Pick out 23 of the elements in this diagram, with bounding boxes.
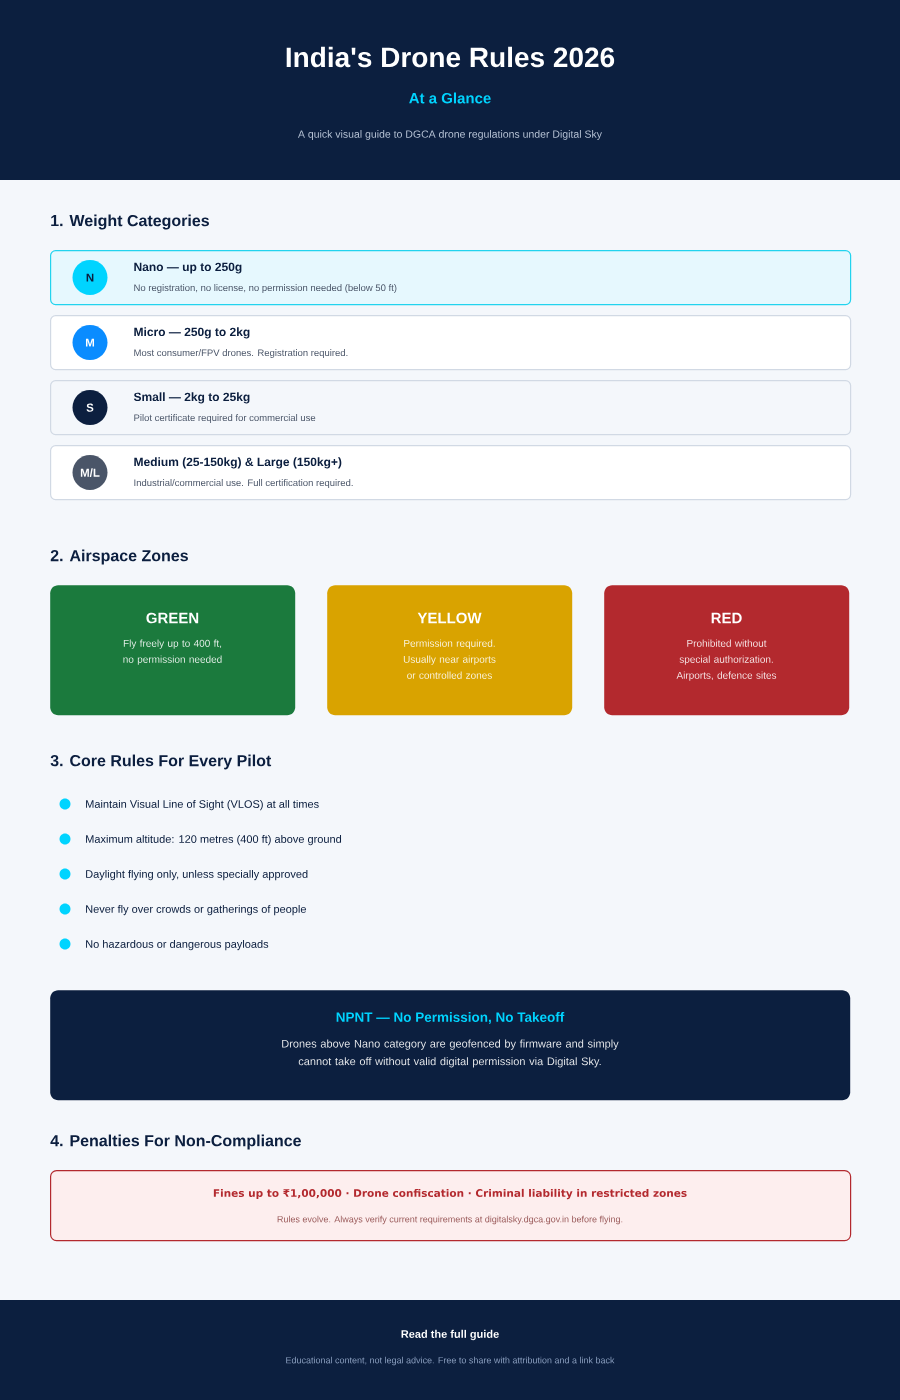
info-panel: NPNT — No Permission, No Takeoff Drones above Nano category are geofenced by firmware and simply cannot take off without valid digital permission via Digital Sky.: [50, 990, 851, 1101]
section-heading: 3. Core Rules For Every Pilot: [50, 754, 272, 770]
title: India's Drone Rules 2026: [286, 46, 615, 68]
letter-badge: S: [72, 390, 108, 426]
zone-card: RED Prohibited without special authorization. Airports, defence sites: [604, 585, 850, 716]
letter-badge: M: [72, 325, 108, 361]
zone-card: YELLOW Permission required. Usually near airports or controlled zones: [327, 585, 573, 716]
letter-badge: N: [72, 260, 108, 296]
list-item: Maximum altitude: 120 metres (400 ft) above ground: [86, 834, 342, 846]
section-heading: 1. Weight Categories: [51, 214, 209, 230]
list-item: Never fly over crowds or gatherings of people: [86, 904, 306, 916]
footer-heading: Read the full guide: [401, 1329, 499, 1341]
list-item: No hazardous or dangerous payloads: [86, 939, 269, 951]
list-item: Maintain Visual Line of Sight (VLOS) at all times: [86, 799, 319, 811]
zone-card: GREEN Fly freely up to 400 ft, no permission needed: [50, 585, 296, 716]
letter-badge: M/L: [72, 455, 108, 491]
footer-note: Educational content, not legal advice. Free to share with attribution and a link back: [286, 1356, 615, 1366]
section-heading: 2. Airspace Zones: [50, 549, 188, 565]
tagline: A quick visual guide to DGCA drone regulations under Digital Sky: [298, 130, 602, 140]
section-heading: 4. Penalties For Non-Compliance: [50, 1134, 301, 1150]
list-item: Daylight flying only, unless specially approved: [86, 869, 308, 881]
subtitle: At a Glance: [409, 92, 491, 104]
warning-box: Fines up to ₹1,00,000 · Drone confiscation · Criminal liability in restricted zones Rules evolve. Always verify current requirements at digitalsky.dgca.gov.in before flying.: [50, 1170, 852, 1242]
